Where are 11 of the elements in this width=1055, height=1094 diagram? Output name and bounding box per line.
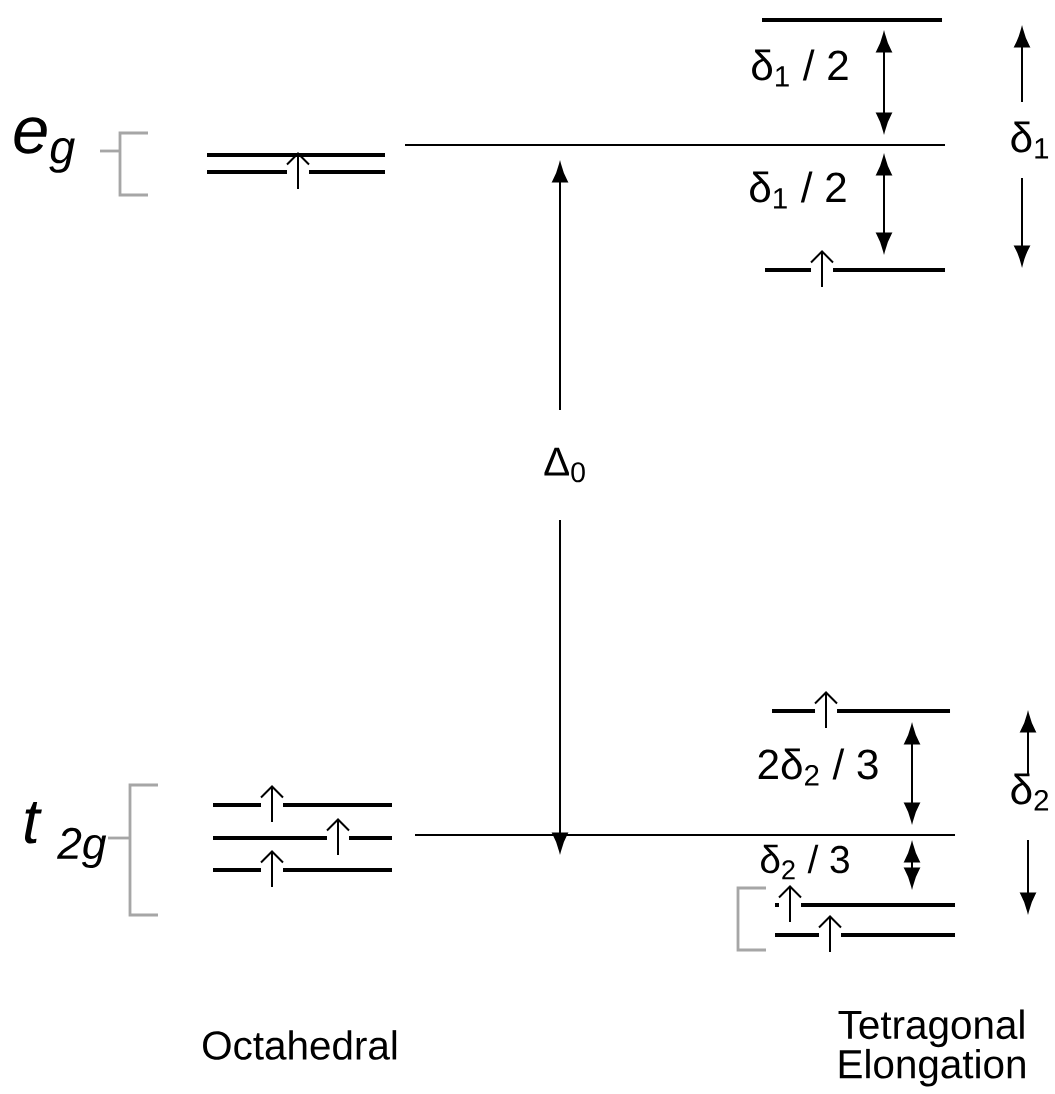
label: Octahedral	[203, 1030, 397, 1060]
label: Δ$_{0}$	[544, 447, 585, 483]
label: δ$_{1}$ / 2	[752, 49, 848, 87]
label: δ$_{1}$	[1011, 121, 1049, 159]
label: δ$_{2}$ / 3	[761, 844, 849, 880]
label: Tetragonal Elongation	[838, 1009, 1025, 1087]
label: δ$_{1}$ / 2	[750, 171, 846, 209]
label: t $_{2g}$	[24, 802, 107, 868]
label: δ$_{2}$	[1011, 773, 1049, 811]
label: 2δ$_{2}$ / 3	[758, 748, 878, 786]
label: e$_{g}$	[14, 117, 75, 173]
